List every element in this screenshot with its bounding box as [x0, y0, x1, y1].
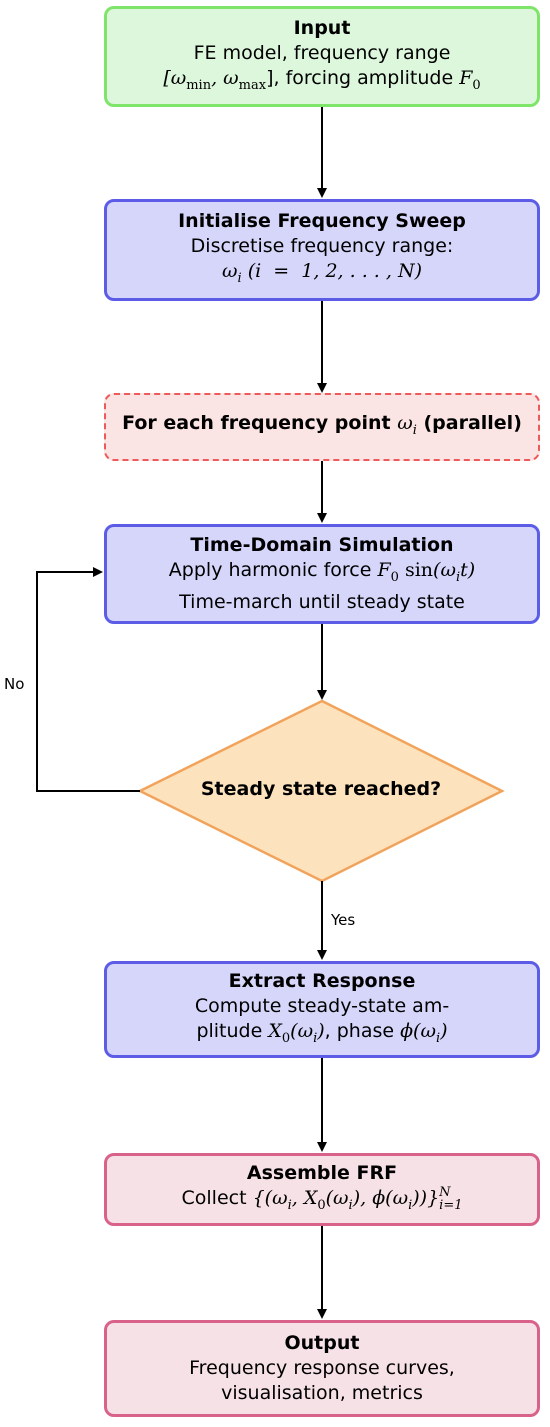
extract-line1: Compute steady-state am-	[194, 994, 450, 1017]
decision-text: Steady state reached?	[200, 778, 442, 800]
assemble-title: Assemble FRF	[246, 1162, 398, 1185]
simulation-node: Time-Domain Simulation Apply harmonic fo…	[104, 524, 540, 624]
init-line1: Discretise frequency range:	[190, 235, 454, 258]
input-node: Input FE model, frequency range [ωmin, ω…	[104, 6, 540, 107]
simulation-line2: Time-march until steady state	[179, 590, 465, 613]
yes-label: Yes	[331, 911, 356, 929]
input-title: Input	[293, 16, 351, 39]
init-node: Initialise Frequency Sweep Discretise fr…	[104, 199, 540, 301]
no-label: No	[4, 675, 25, 693]
loop-title: For each frequency point ωi (parallel)	[122, 412, 522, 438]
extract-node: Extract Response Compute steady-state am…	[104, 961, 540, 1058]
input-line1: FE model, frequency range	[193, 41, 451, 64]
init-title: Initialise Frequency Sweep	[178, 210, 466, 233]
input-line2: [ωmin, ωmax], forcing amplitude F0	[163, 66, 481, 93]
simulation-title: Time-Domain Simulation	[190, 534, 454, 557]
output-line2: visualisation, metrics	[221, 1382, 423, 1404]
edge-no-loop	[36, 567, 140, 792]
init-line2: ωi (i = 1, 2, . . . , N)	[222, 260, 422, 286]
output-node: Output Frequency response curves, visual…	[104, 1320, 540, 1417]
output-title: Output	[284, 1332, 360, 1354]
extract-line2: plitude X0(ωi), phase ϕ(ωi)	[196, 1019, 448, 1046]
assemble-node: Assemble FRF Collect {(ωi, X0(ωi), ϕ(ωi)…	[104, 1153, 540, 1226]
loop-node: For each frequency point ωi (parallel)	[104, 393, 540, 461]
output-line1: Frequency response curves,	[189, 1357, 455, 1379]
simulation-line1: Apply harmonic force F0 sin(ωit)	[168, 559, 476, 585]
extract-title: Extract Response	[228, 969, 416, 992]
